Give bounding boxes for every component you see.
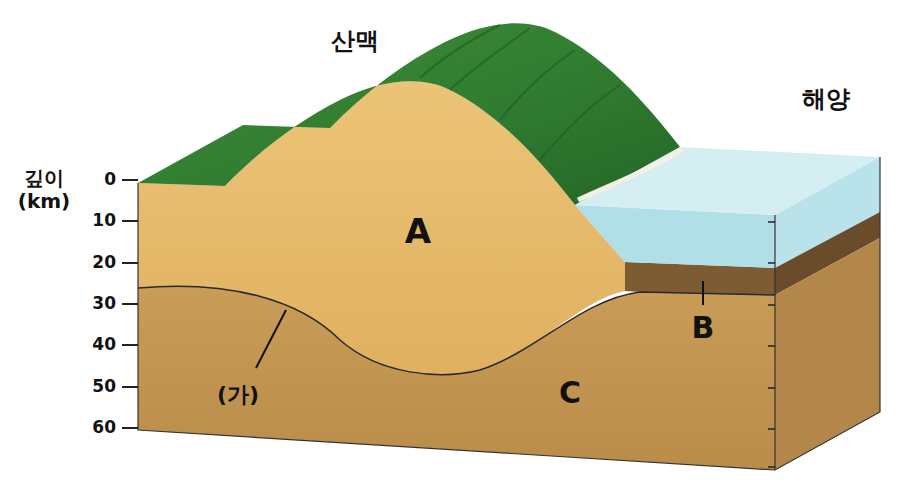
water-surface: [575, 147, 880, 215]
text-label: (가): [217, 382, 259, 407]
text-label: 50: [92, 377, 116, 397]
leader-line: [702, 281, 704, 305]
text-label: 0: [104, 170, 116, 190]
beach: [578, 150, 682, 200]
text-label: C: [559, 376, 581, 411]
depth-ticks: [122, 180, 138, 428]
moho-line: [138, 286, 775, 374]
text-label: A: [405, 212, 431, 251]
water-section: [575, 205, 775, 268]
block-outline: [138, 157, 880, 470]
text-label: 20: [92, 253, 116, 273]
text-label: 30: [92, 294, 116, 314]
mountain-ridges: [420, 25, 620, 160]
right-ticks: [768, 222, 775, 467]
side-mantle: [775, 238, 880, 470]
land-surface: [138, 23, 680, 205]
text-label: 60: [92, 418, 116, 438]
text-label: 깊이 (km): [8, 167, 80, 213]
leader-line: [256, 310, 286, 368]
text-label: B: [692, 311, 715, 346]
text-label: 산맥: [331, 28, 379, 56]
text-label: 40: [92, 335, 116, 355]
text-label: 10: [92, 211, 116, 231]
text-label: 해양: [802, 86, 850, 114]
